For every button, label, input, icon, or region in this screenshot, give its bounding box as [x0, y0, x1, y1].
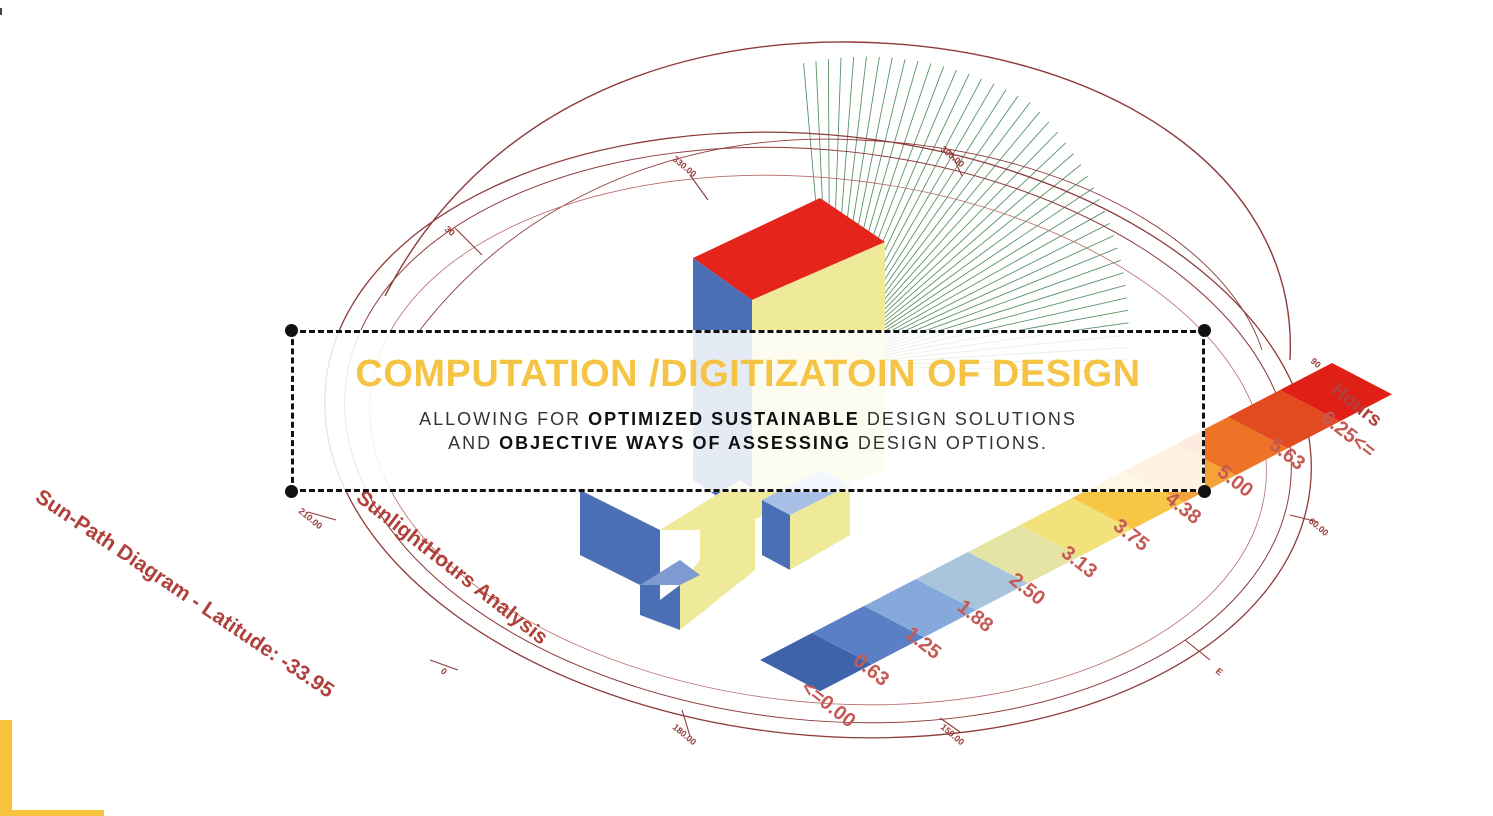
right-block-yellow	[790, 485, 850, 570]
tick-30: 30	[443, 224, 457, 238]
resize-handle-top-right[interactable]	[1198, 324, 1211, 337]
sunlight-analysis-title: SunlightHours Analysis	[352, 486, 552, 649]
caption-line-2-pre: AND	[448, 433, 500, 453]
caption-line-2-bold: OBJECTIVE WAYS OF ASSESSING	[499, 433, 851, 453]
resize-handle-bottom-right[interactable]	[1198, 485, 1211, 498]
tick-180: 180.00	[671, 722, 699, 747]
resize-handle-top-left[interactable]	[285, 324, 298, 337]
tick-210: 210.00	[297, 506, 325, 531]
tick-60: 60.00	[1307, 516, 1331, 538]
corner-bracket-decoration	[0, 720, 104, 816]
legend-swatch	[812, 606, 924, 665]
left-block-front	[580, 490, 680, 630]
corner-bracket-vertical	[0, 720, 12, 816]
legend-swatch	[1228, 390, 1340, 449]
caption-line-2: AND OBJECTIVE WAYS OF ASSESSING DESIGN O…	[294, 431, 1202, 455]
legend-swatch	[760, 633, 872, 692]
sun-path-title: Sun-Path Diagram - Latitude: -33.95	[31, 485, 338, 703]
sun-path-dome-arc	[384, 41, 1291, 361]
caption-box: COMPUTATION /DIGITIZATOIN OF DESIGN ALLO…	[285, 324, 1211, 498]
tick-330: 330.00	[671, 154, 699, 179]
headline: COMPUTATION /DIGITIZATOIN OF DESIGN	[355, 353, 1141, 395]
corner-tick-mark	[0, 8, 2, 15]
compass-ticks	[307, 149, 1319, 737]
tick-e: E	[1214, 666, 1225, 678]
left-block-notch	[640, 560, 700, 585]
legend-swatch	[1020, 498, 1132, 557]
caption-line-1-pre: ALLOWING FOR	[419, 409, 589, 429]
left-block-yellow	[660, 480, 755, 630]
tower-roof	[693, 198, 885, 300]
legend-swatch	[968, 525, 1080, 584]
caption-line-1-bold: OPTIMIZED SUSTAINABLE	[588, 409, 860, 429]
corner-bracket-horizontal	[0, 810, 104, 816]
caption-line-1: ALLOWING FOR OPTIMIZED SUSTAINABLE DESIG…	[294, 407, 1202, 431]
legend-swatch	[1280, 363, 1392, 422]
tick-0: 0	[439, 666, 449, 677]
sun-path-inner-arc	[419, 138, 1263, 351]
resize-handle-bottom-left[interactable]	[285, 485, 298, 498]
caption-line-1-post: DESIGN SOLUTIONS	[859, 409, 1077, 429]
legend-swatch	[916, 552, 1028, 611]
tick-90: 90	[1309, 356, 1323, 370]
caption-line-2-post: DESIGN OPTIONS.	[850, 433, 1048, 453]
right-block-front	[762, 500, 790, 570]
legend-swatch	[864, 579, 976, 638]
